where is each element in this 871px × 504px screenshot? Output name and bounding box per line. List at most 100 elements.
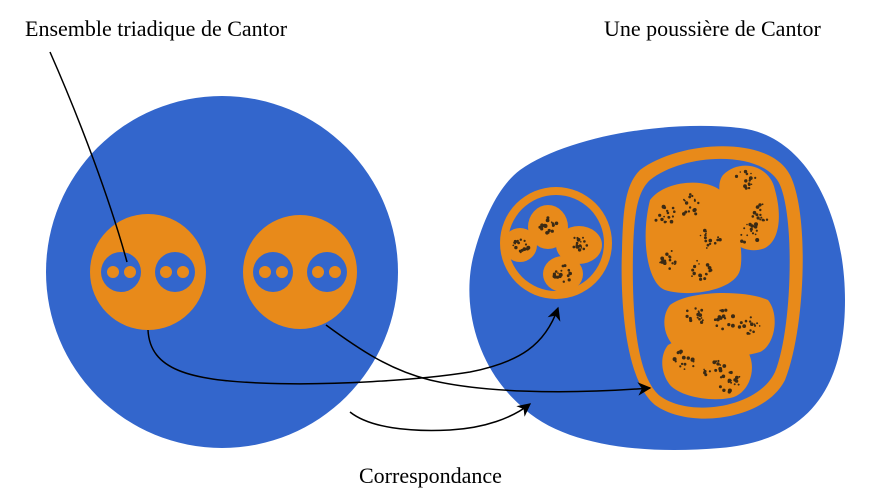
dust-speck: [519, 238, 522, 241]
dust-speck: [724, 308, 728, 312]
dust-speck: [727, 390, 731, 394]
dust-speck: [698, 273, 702, 278]
dust-speck: [717, 236, 720, 239]
dust-speck: [754, 233, 757, 236]
dust-speck: [666, 211, 670, 215]
dust-speck: [691, 268, 695, 272]
correspondence-arrow: [349, 403, 532, 432]
dust-speck: [755, 229, 758, 232]
dust-speck: [721, 327, 724, 331]
dust-speck: [687, 210, 691, 213]
dust-speck: [679, 365, 682, 368]
dust-speck: [743, 227, 746, 230]
dust-speck: [739, 321, 743, 325]
dust-speck: [743, 169, 748, 174]
dust-speck: [705, 273, 708, 276]
small-cluster-specks: [512, 216, 589, 283]
dust-speck: [538, 225, 542, 229]
dust-speck: [730, 379, 732, 382]
large-cluster-specks: [654, 169, 769, 394]
dust-speck: [523, 239, 526, 242]
dust-speck: [730, 381, 733, 384]
dust-speck: [734, 174, 739, 178]
dust-small-cluster: [500, 187, 612, 299]
dust-speck: [683, 198, 685, 201]
dust-speck: [545, 231, 549, 235]
dust-speck: [569, 272, 572, 275]
dust-speck: [670, 250, 673, 252]
dust-speck: [524, 243, 528, 246]
dust-speck: [761, 218, 765, 222]
dust-speck: [582, 236, 584, 239]
dust-speck: [717, 359, 720, 363]
dust-speck: [746, 223, 748, 226]
dust-speck: [679, 349, 683, 354]
dust-speck: [719, 309, 722, 312]
dust-speck: [514, 245, 518, 250]
dust-speck: [739, 171, 742, 173]
dust-speck: [755, 213, 759, 217]
dust-speck: [553, 275, 557, 279]
dust-speck: [661, 259, 665, 262]
dust-speck: [546, 216, 550, 220]
dust-speck: [705, 230, 707, 233]
dust-speck: [567, 278, 571, 282]
dust-speck: [708, 242, 712, 245]
dust-speck: [748, 332, 751, 335]
dust-speck: [692, 365, 695, 368]
dust-speck: [673, 263, 676, 265]
dust-speck: [745, 179, 748, 181]
dust-speck: [746, 331, 750, 335]
dust-speck: [755, 206, 758, 209]
dust-speck: [751, 232, 755, 235]
dust-speck: [694, 212, 698, 216]
level1-left: [90, 214, 206, 330]
dust-speck: [743, 324, 746, 327]
dust-speck: [668, 267, 671, 270]
dust-speck: [749, 329, 752, 332]
dust-speck: [512, 244, 515, 247]
dust-speck: [665, 221, 667, 223]
dust-speck: [676, 351, 680, 355]
dust-speck: [561, 264, 565, 268]
dust-speck: [761, 203, 764, 206]
dust-speck: [550, 221, 553, 223]
dust-speck: [692, 208, 697, 213]
dust-speck: [693, 264, 697, 269]
dust-speck: [703, 368, 705, 371]
dust-speck: [728, 371, 731, 374]
dust-speck: [715, 360, 718, 363]
dust-speck: [692, 360, 695, 363]
dust-speck: [568, 271, 570, 274]
dust-speck: [750, 230, 753, 233]
dust-speck: [686, 309, 689, 313]
dust-speck: [738, 375, 741, 378]
dust-speck: [743, 240, 746, 244]
dust-speck: [669, 219, 674, 224]
dust-speck: [684, 201, 689, 205]
dust-speck: [748, 320, 752, 323]
dust-speck: [689, 193, 692, 196]
dust-speck: [691, 194, 694, 198]
dust-speck: [668, 216, 671, 219]
dust-speck: [721, 314, 726, 319]
correspondence-label: Correspondance: [359, 463, 502, 488]
dust-speck: [752, 330, 755, 334]
dust-speck: [577, 248, 582, 252]
dust-speck: [689, 318, 693, 323]
dust-speck: [580, 247, 583, 249]
dust-speck: [659, 261, 661, 264]
dust-speck: [513, 239, 518, 244]
dust-speck: [666, 209, 669, 213]
dust-speck: [749, 316, 752, 319]
dust-speck: [580, 241, 582, 243]
dust-speck: [558, 274, 562, 279]
dust-speck: [681, 355, 686, 360]
dust-speck: [691, 275, 693, 277]
dust-speck: [749, 227, 753, 231]
dust-speck: [685, 314, 689, 318]
dust-speck: [698, 311, 700, 314]
dust-speck: [703, 277, 707, 281]
